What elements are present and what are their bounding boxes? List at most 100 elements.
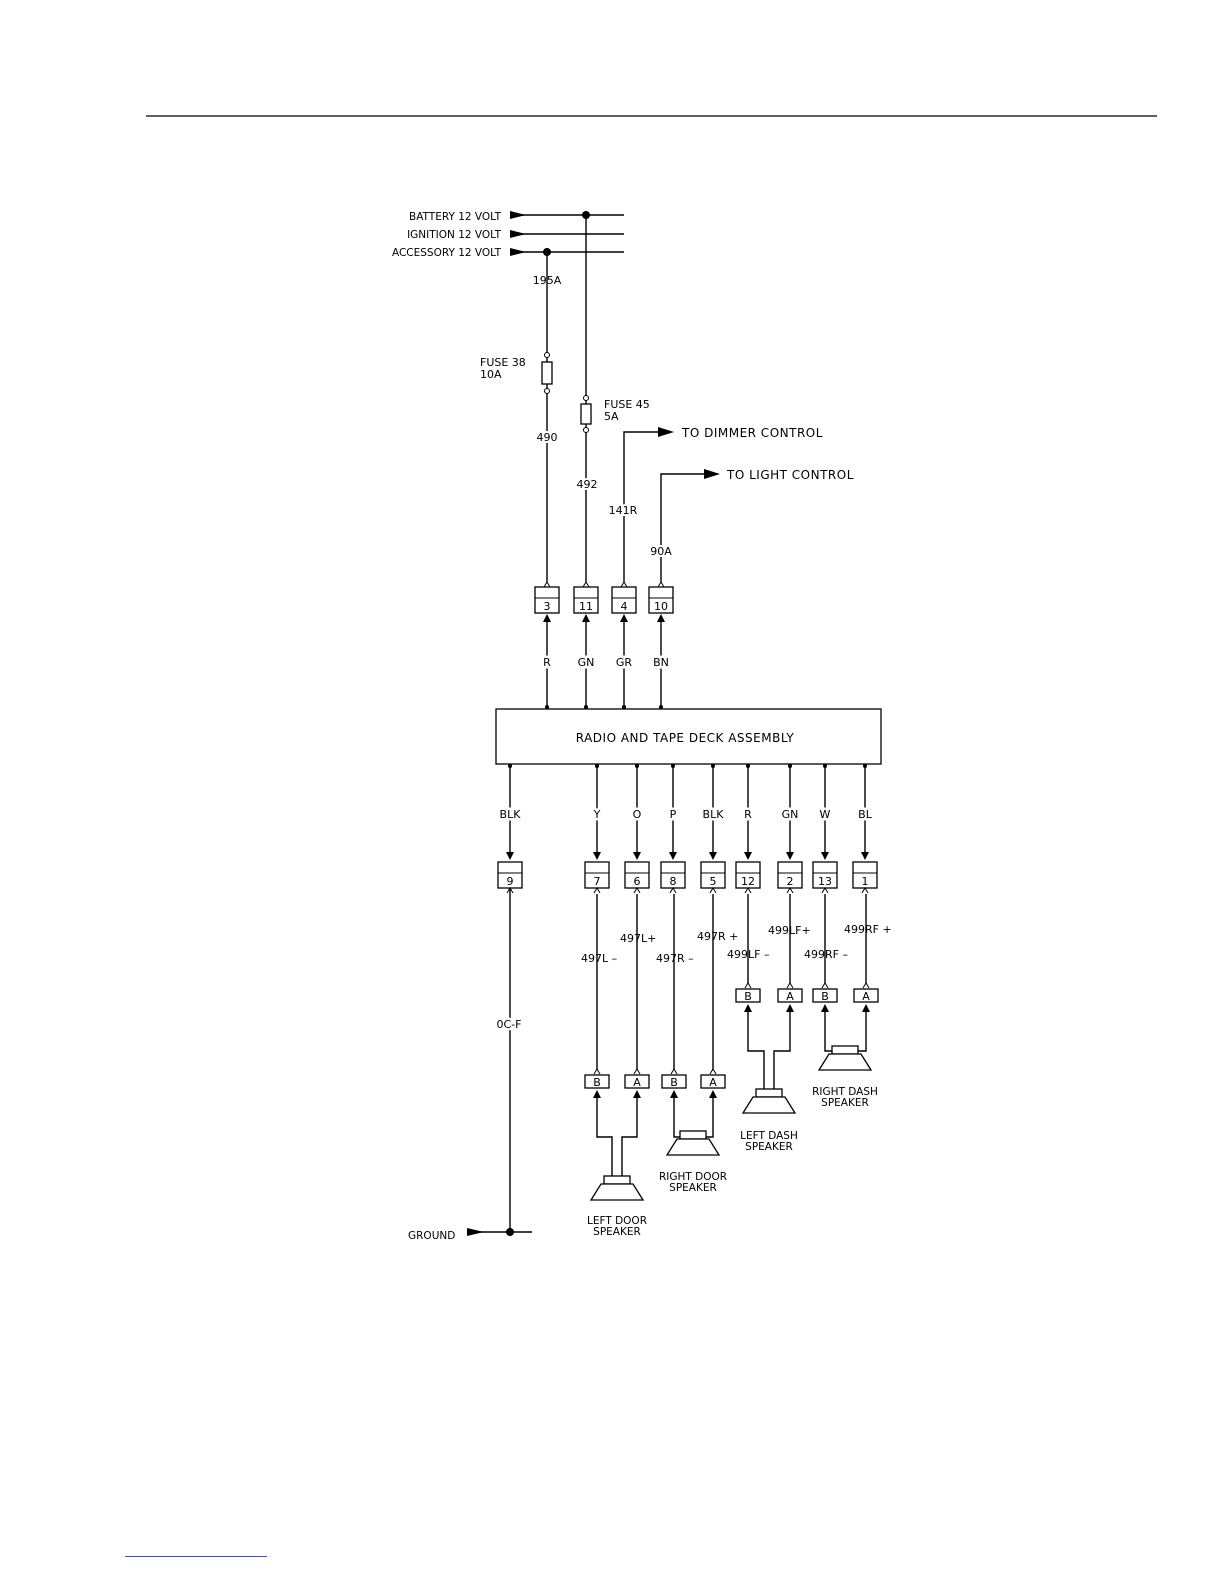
top-wire-color: GN <box>578 656 595 669</box>
terminal-tip <box>593 1068 601 1075</box>
terminal-tip <box>821 982 829 989</box>
bottom-pin-arrow <box>506 852 514 860</box>
fuse-45 <box>580 403 592 425</box>
top-pin-arrow <box>582 614 590 622</box>
dimmer-feed: TO DIMMER CONTROL 141R <box>607 426 823 582</box>
right-door-speaker-icon <box>665 1138 721 1156</box>
ground-circuit: 0C-F GROUND <box>408 888 532 1242</box>
left-dash-terminal-box <box>735 988 761 1003</box>
circuit-90a: 90A <box>650 545 672 558</box>
bottom-pin-number: 6 <box>634 875 641 888</box>
dimmer-destination: TO DIMMER CONTROL <box>681 426 823 440</box>
terminal-tip <box>669 887 677 894</box>
left-dash-terminal-arrow <box>744 1004 752 1012</box>
bottom-pin-number: 8 <box>670 875 677 888</box>
top-pin-box <box>611 586 637 614</box>
terminal-tip <box>582 581 590 588</box>
ground-label: GROUND <box>408 1230 455 1242</box>
left-dash-lead-a <box>773 1012 791 1089</box>
bottom-pin-number: 7 <box>594 875 601 888</box>
terminal-tip <box>821 887 829 894</box>
bottom-pin-box <box>735 861 761 889</box>
radio-assembly-box <box>495 708 882 765</box>
terminal-tip <box>862 982 870 989</box>
terminal-tip <box>633 1068 641 1075</box>
fuse-38-rating: 10A <box>480 368 502 381</box>
radio-terminal <box>545 705 549 709</box>
circuit-497r-minus: 497R – <box>656 952 694 965</box>
circuit-497r-plus: 497R + <box>697 930 738 943</box>
right-dash-lead-a <box>849 1012 867 1052</box>
terminal-tip <box>670 1068 678 1075</box>
bottom-wire-color: GN <box>782 808 799 821</box>
left-door-speaker-label-2: SPEAKER <box>593 1226 641 1238</box>
radio-assembly-label: RADIO AND TAPE DECK ASSEMBLY <box>576 731 795 745</box>
left-dash-speaker-label-2: SPEAKER <box>745 1141 793 1153</box>
circuit-195a: 195A <box>533 274 562 287</box>
right-door-speaker-label-2: SPEAKER <box>669 1182 717 1194</box>
bottom-pin-arrow <box>821 852 829 860</box>
right-door-terminal-box <box>661 1074 687 1089</box>
right-dash-lead-b <box>824 1012 841 1052</box>
bottom-pin-box <box>584 861 610 889</box>
left-door-lead-a <box>621 1098 638 1176</box>
left-dash-speaker-magnet <box>755 1088 783 1098</box>
bottom-pin-number: 12 <box>741 875 755 888</box>
left-door-terminal-letter: A <box>633 1076 641 1089</box>
top-pin-box <box>648 586 674 614</box>
bottom-pin-number: 5 <box>710 875 717 888</box>
bottom-wire-color: W <box>820 808 831 821</box>
top-pin-arrow <box>543 614 551 622</box>
top-wire-color: BN <box>653 656 669 669</box>
right-dash-speaker-icon <box>817 1053 873 1071</box>
left-door-lead-b <box>596 1098 613 1176</box>
right-dash-terminal-letter: A <box>862 990 870 1003</box>
left-door-speaker-label-1: LEFT DOOR <box>587 1215 647 1227</box>
power-sources: BATTERY 12 VOLT IGNITION 12 VOLT ACCESSO… <box>392 211 624 259</box>
bottom-pin-box <box>777 861 803 889</box>
right-dash-terminal-arrow <box>821 1004 829 1012</box>
right-dash-speaker-label-1: RIGHT DASH <box>812 1086 878 1098</box>
left-door-speaker-magnet <box>603 1175 631 1185</box>
left-dash-terminal-letter: A <box>786 990 794 1003</box>
bottom-wire-color: Y <box>593 808 601 821</box>
terminal-tip <box>709 887 717 894</box>
fuse-45-rating: 5A <box>604 410 619 423</box>
terminal-tip <box>786 887 794 894</box>
bottom-pin-number: 2 <box>787 875 794 888</box>
left-door-terminal-arrow <box>593 1090 601 1098</box>
right-door-speaker-magnet <box>679 1130 707 1140</box>
left-dash-lead-b <box>747 1012 765 1089</box>
accessory-label: ACCESSORY 12 VOLT <box>392 247 502 259</box>
terminal-tip <box>861 887 869 894</box>
speaker-names: LEFT DOOR SPEAKER RIGHT DOOR SPEAKER LEF… <box>587 1086 878 1238</box>
right-dash-terminal-box <box>853 988 879 1003</box>
radio-terminal <box>622 705 626 709</box>
bottom-pin-arrow <box>669 852 677 860</box>
radio-terminal <box>659 705 663 709</box>
left-dash-terminal-box <box>777 988 803 1003</box>
bottom-wire-color: P <box>670 808 677 821</box>
bottom-wire-color: BLK <box>703 808 725 821</box>
right-dash-speaker-magnet <box>831 1045 859 1055</box>
bottom-pin-number: 9 <box>507 875 514 888</box>
circuit-499rf-plus: 499RF + <box>844 923 892 936</box>
terminal-tip <box>543 581 551 588</box>
fuse-38 <box>541 361 553 385</box>
right-door-speaker-label-1: RIGHT DOOR <box>659 1171 727 1183</box>
left-dash-terminal-arrow <box>786 1004 794 1012</box>
right-door-terminal-box <box>700 1074 726 1089</box>
circuit-141r: 141R <box>609 504 638 517</box>
right-door-terminal-arrow <box>670 1090 678 1098</box>
ignition-label: IGNITION 12 VOLT <box>407 229 502 241</box>
bottom-pin-box <box>852 861 878 889</box>
fuse-38-name: FUSE 38 <box>480 356 526 369</box>
terminal-tip <box>744 982 752 989</box>
bottom-pin-arrow <box>786 852 794 860</box>
right-dash-terminal-arrow <box>862 1004 870 1012</box>
right-door-terminal-arrow <box>709 1090 717 1098</box>
right-door-terminal-letter: A <box>709 1076 717 1089</box>
top-pin-number: 3 <box>544 600 551 613</box>
